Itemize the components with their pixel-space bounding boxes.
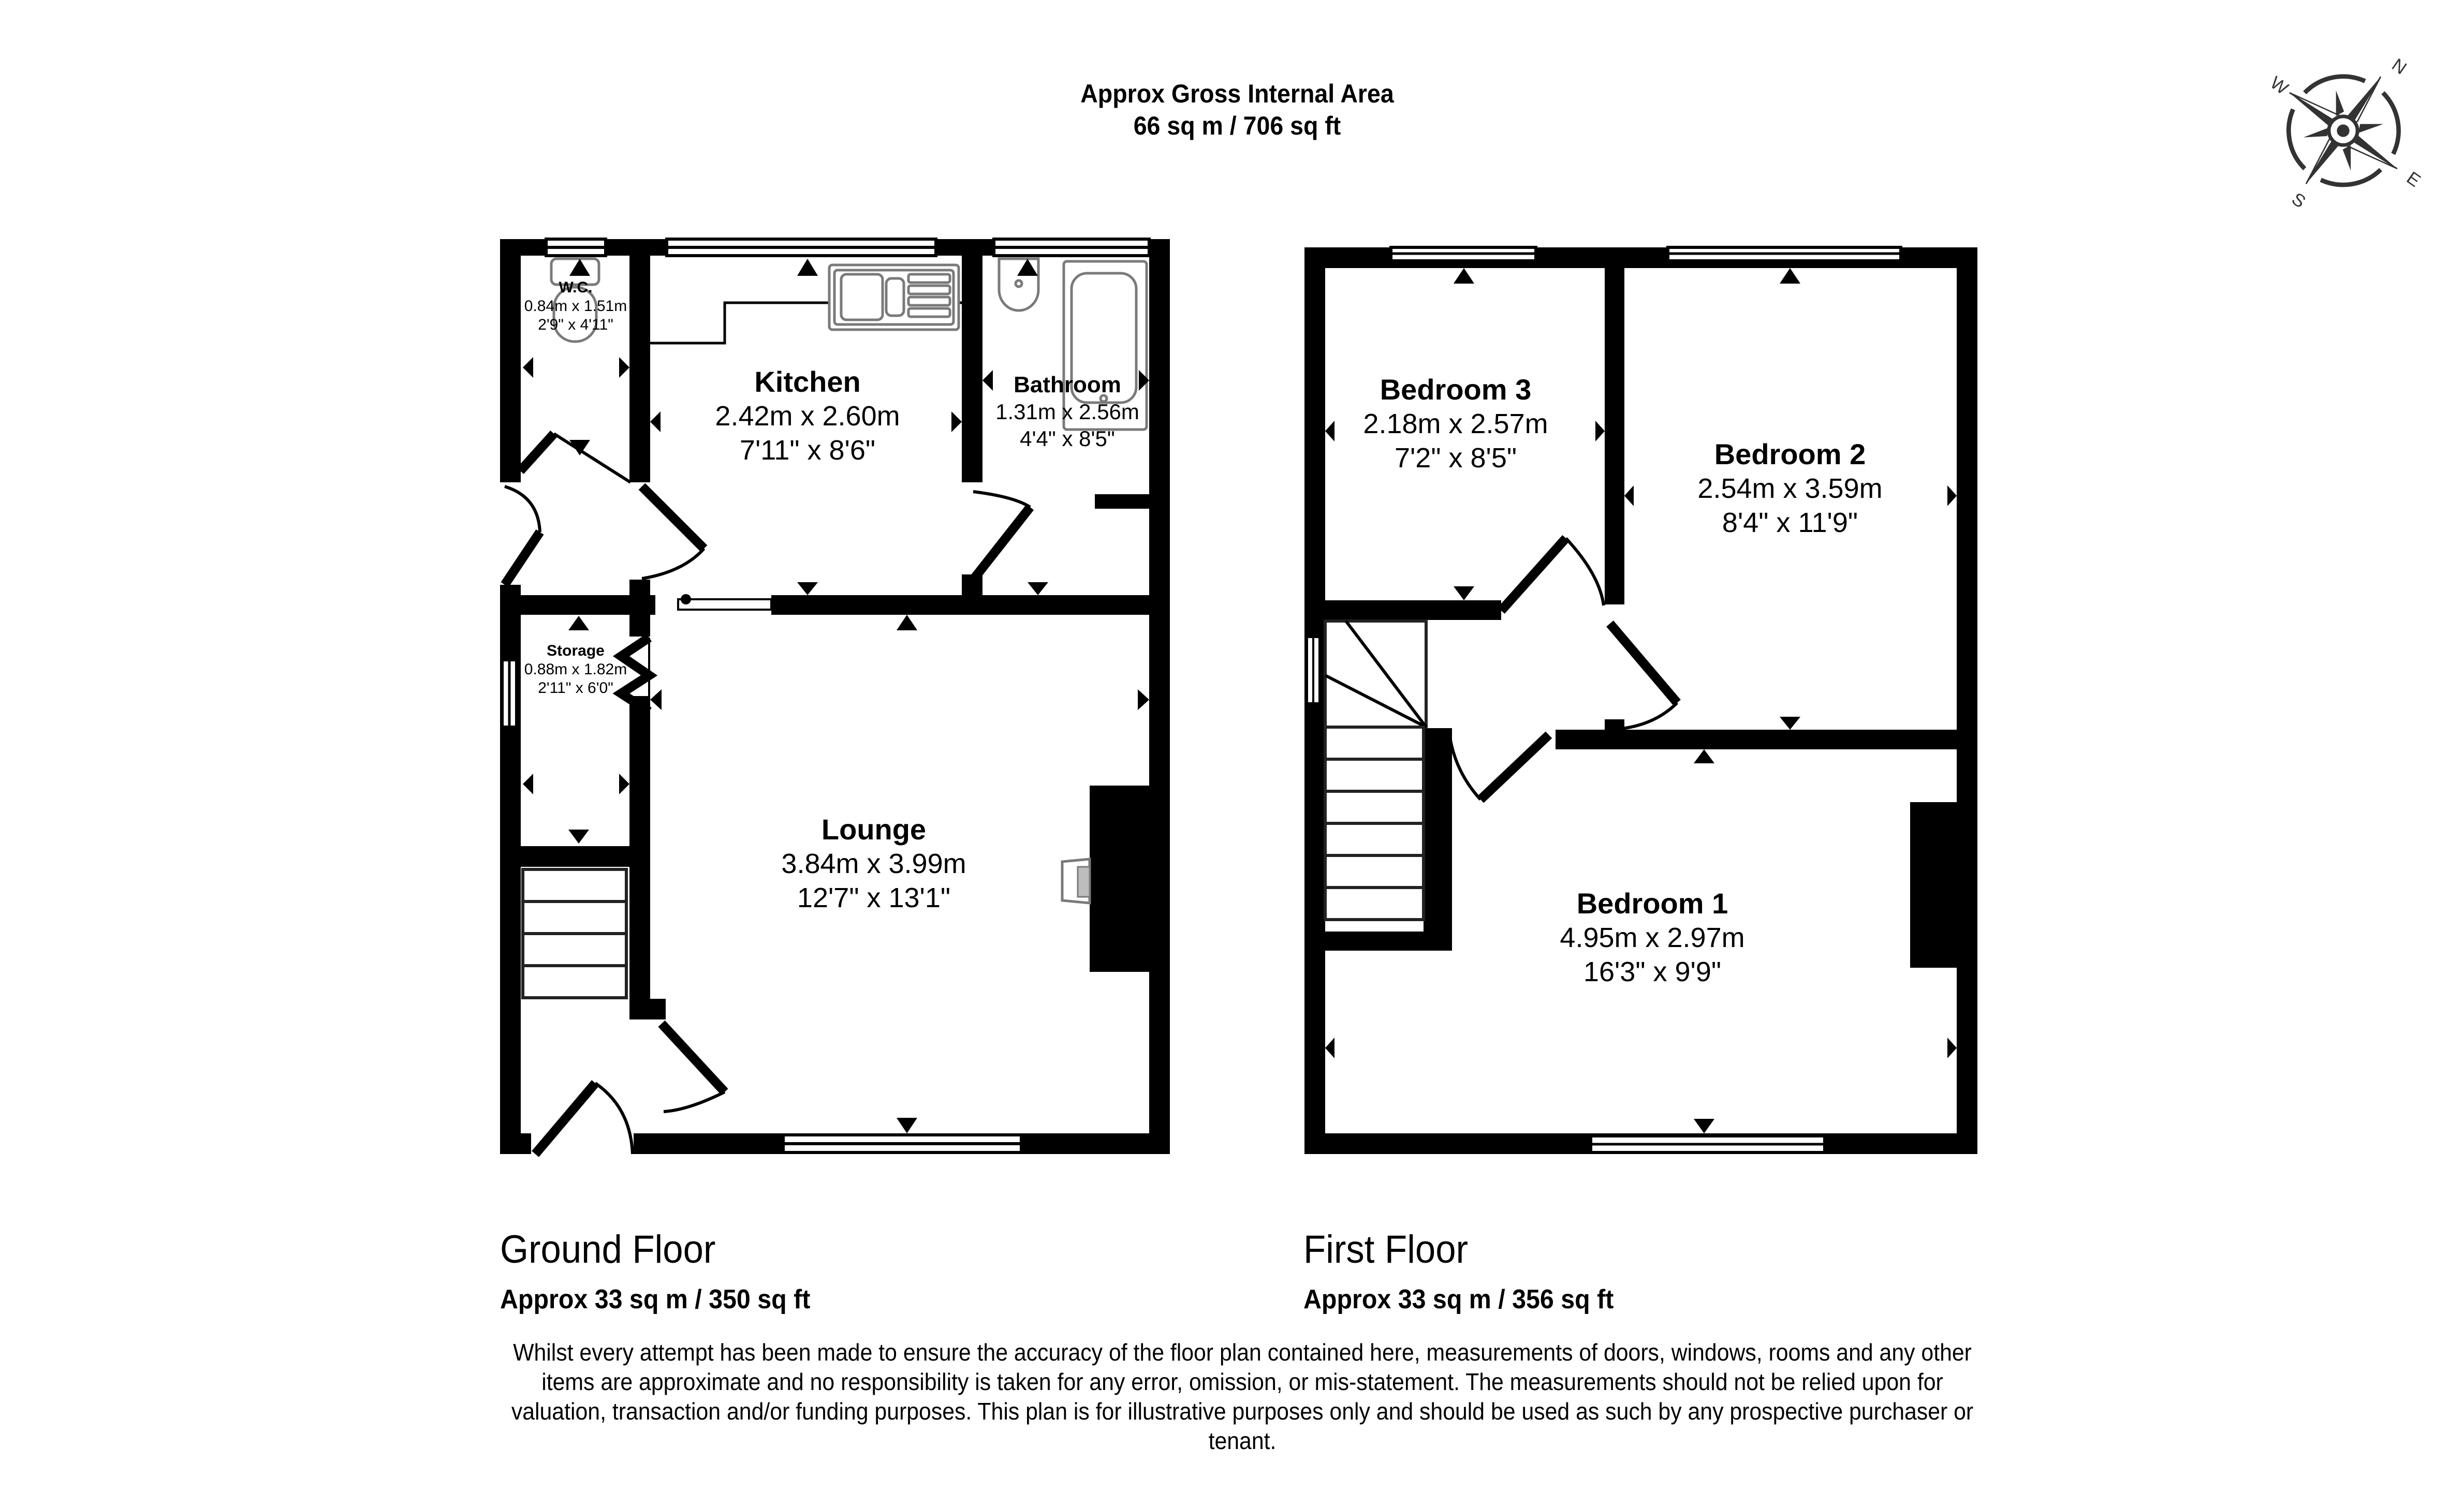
room-label-lounge: Lounge 3.84m x 3.99m 12'7" x 13'1" xyxy=(781,812,966,915)
room-metric: 2.42m x 2.60m xyxy=(715,401,900,432)
door xyxy=(532,1080,599,1157)
room-imperial: 16'3" x 9'9" xyxy=(1583,956,1722,987)
bathroom-basin xyxy=(998,257,1040,312)
first-floor-area: Approx 33 sq m / 356 sq ft xyxy=(1303,1284,1614,1314)
room-imperial: 12'7" x 13'1" xyxy=(797,882,951,913)
room-metric: 4.95m x 2.97m xyxy=(1560,922,1745,953)
disclaimer-text: Whilst every attempt has been made to en… xyxy=(511,1339,1974,1454)
room-label-bathroom: Bathroom 1.31m x 2.56m 4'4" x 8'5" xyxy=(995,372,1139,452)
measurement-arrows xyxy=(523,259,1149,1133)
door xyxy=(969,504,1034,583)
wall xyxy=(500,239,521,482)
room-metric: 2.18m x 2.57m xyxy=(1363,408,1548,439)
room-imperial: 2'9" x 4'11" xyxy=(538,316,613,333)
room-name: Storage xyxy=(547,642,605,659)
wall xyxy=(1605,719,1624,730)
first-floor-stairs xyxy=(1324,619,1428,921)
wall xyxy=(1149,239,1170,1154)
room-label-kitchen: Kitchen 2.42m x 2.60m 7'11" x 8'6" xyxy=(715,365,900,467)
ground-floor-title: Ground Floor xyxy=(500,1228,716,1272)
room-name: Bedroom 1 xyxy=(1576,887,1728,920)
wall xyxy=(1424,728,1452,951)
wall xyxy=(962,239,982,482)
ground-floor-area: Approx 33 sq m / 350 sq ft xyxy=(500,1284,811,1314)
measurement-arrows xyxy=(1325,268,1957,1133)
door xyxy=(658,1020,728,1096)
room-name: Bedroom 2 xyxy=(1714,438,1866,470)
door xyxy=(501,529,544,587)
room-metric: 3.84m x 3.99m xyxy=(781,848,966,879)
room-name: Lounge xyxy=(821,813,927,846)
room-metric: 0.88m x 1.82m xyxy=(524,661,627,678)
room-metric: 1.31m x 2.56m xyxy=(995,400,1139,424)
gross-internal-area-header: Approx Gross Internal Area 66 sq m / 706… xyxy=(1001,78,1473,142)
room-imperial: 4'4" x 8'5" xyxy=(1020,426,1115,451)
room-label-bedroom-1: Bedroom 1 4.95m x 2.97m 16'3" x 9'9" xyxy=(1560,886,1744,989)
ground-floor-plan xyxy=(500,238,1170,1157)
wall xyxy=(1304,932,1452,951)
wall xyxy=(629,999,666,1019)
room-label-bedroom-3: Bedroom 3 2.18m x 2.57m 7'2" x 8'5" xyxy=(1363,373,1548,475)
room-imperial: 7'2" x 8'5" xyxy=(1394,442,1517,474)
first-floor-title: First Floor xyxy=(1303,1228,1469,1272)
sliding-door xyxy=(677,598,772,611)
room-metric: 2.54m x 3.59m xyxy=(1697,473,1883,504)
wall xyxy=(500,846,650,867)
room-name: Kitchen xyxy=(754,365,861,398)
wall xyxy=(1957,247,1977,1154)
ground-floor-stairs xyxy=(521,868,628,999)
room-imperial: 7'11" x 8'6" xyxy=(739,435,876,466)
kitchen-sink xyxy=(828,263,960,331)
door xyxy=(1477,731,1552,803)
wall xyxy=(1095,494,1149,509)
room-metric: 0.84m x 1.51m xyxy=(524,298,627,315)
room-label-bedroom-2: Bedroom 2 2.54m x 3.59m 8'4" x 11'9" xyxy=(1697,437,1882,540)
door xyxy=(517,430,558,475)
wall xyxy=(629,595,650,624)
header-title: Approx Gross Internal Area xyxy=(1080,79,1394,108)
bathtub xyxy=(1062,260,1148,431)
first-floor-plan xyxy=(1304,246,1977,1154)
header-total-area: 66 sq m / 706 sq ft xyxy=(1133,111,1341,140)
wall xyxy=(771,595,1170,615)
room-imperial: 2'11" x 6'0" xyxy=(538,679,613,697)
room-name: Bedroom 3 xyxy=(1380,373,1532,406)
door xyxy=(638,483,708,552)
wall xyxy=(629,239,650,482)
room-label-storage: Storage 0.88m x 1.82m 2'11" x 6'0" xyxy=(524,642,627,698)
room-label-wc: W.C. 0.84m x 1.51m 2'9" x 4'11" xyxy=(524,278,627,334)
room-name: Bathroom xyxy=(1014,372,1121,397)
fireplace-insert xyxy=(1077,866,1091,898)
wall xyxy=(1304,600,1501,620)
door xyxy=(1498,535,1570,614)
wall xyxy=(1605,247,1624,604)
compass-rose-icon: N E S W xyxy=(2267,55,2424,212)
chimney-breast xyxy=(1910,802,1957,968)
door xyxy=(1606,620,1681,706)
chimney-breast xyxy=(1090,786,1149,972)
room-imperial: 8'4" x 11'9" xyxy=(1722,507,1858,538)
wall xyxy=(1556,730,1977,749)
room-name: W.C. xyxy=(559,279,593,296)
